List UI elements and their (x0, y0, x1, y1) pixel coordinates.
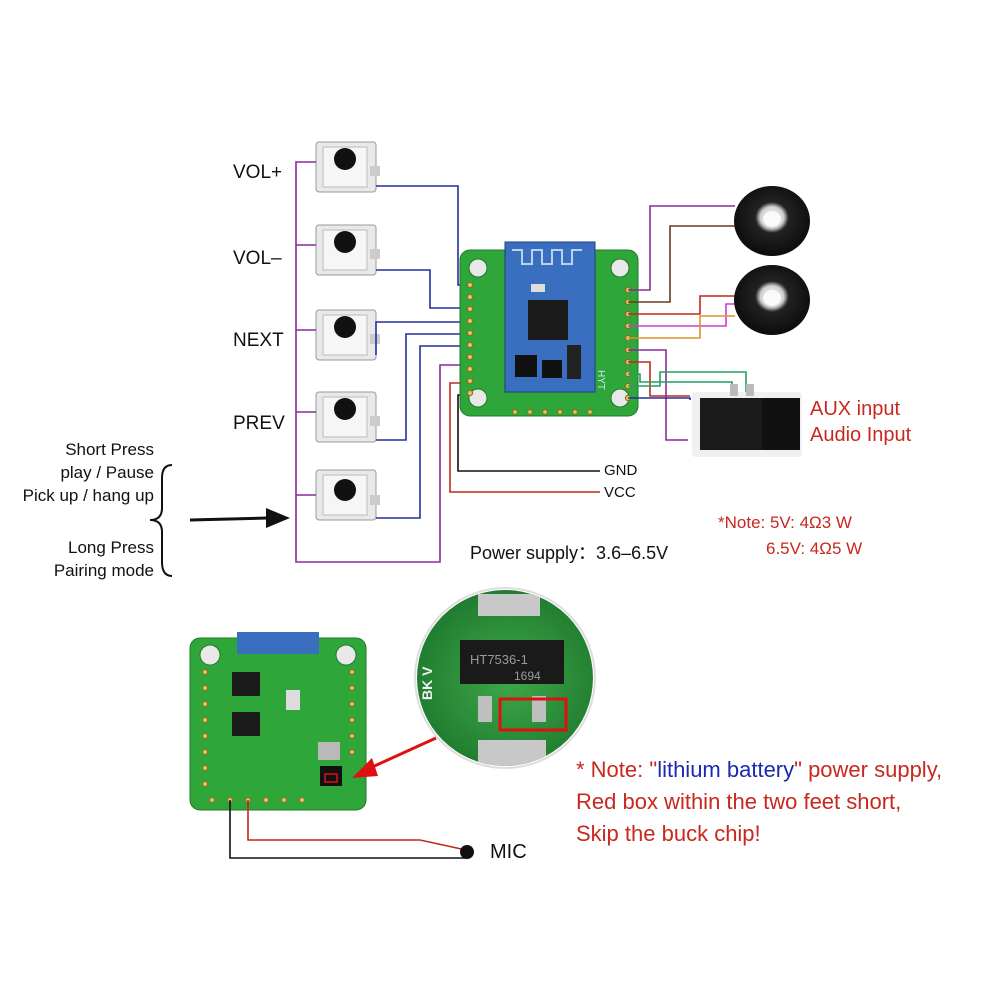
mic-label: MIC (490, 841, 527, 863)
long-press-title: Long Press (68, 538, 154, 557)
pointer-arrow (189, 508, 290, 528)
board-marking: HYT (595, 370, 606, 390)
brace (149, 464, 173, 577)
mic-element (460, 845, 474, 859)
vcc-label: VCC (604, 484, 636, 501)
button-label-vol-plus: VOL+ (233, 162, 283, 183)
battery-note-line2: Red box within the two feet short, (576, 789, 902, 814)
tact-button-play (315, 469, 380, 521)
battery-note-prefix: * Note: " (576, 757, 658, 782)
button-label-next: NEXT (233, 330, 284, 351)
common-bus-wires (295, 161, 464, 563)
mic-wires (229, 800, 467, 859)
button-signal-wires (375, 185, 472, 519)
short-press-line2: Pick up / hang up (22, 486, 154, 505)
button-label-prev: PREV (233, 413, 285, 434)
tact-button-vol-plus (315, 141, 380, 193)
zoom-lens: HT7536-1 1694 BK V (414, 587, 596, 769)
tact-button-next (315, 309, 380, 361)
battery-note-line1: * Note: "lithium battery" power supply, (576, 754, 942, 786)
speaker-top (734, 186, 810, 256)
short-press-line1: play / Pause (60, 463, 154, 482)
tact-button-vol-minus (315, 224, 380, 276)
long-press-line1: Pairing mode (53, 561, 154, 580)
gnd-label: GND (604, 462, 638, 479)
chip-marking-line1: HT7536-1 (470, 652, 528, 667)
speaker-note-line2: 6.5V: 4Ω5 W (766, 539, 863, 558)
power-supply-label: Power supply：3.6–6.5V (470, 543, 669, 563)
audio-jack (692, 384, 802, 457)
battery-note-suffix: " power supply, (794, 757, 943, 782)
audio-input-label: Audio Input (810, 424, 912, 446)
speaker-bottom (734, 265, 810, 335)
chip-marking-line2: 1694 (514, 669, 541, 683)
tact-button-prev (315, 391, 380, 443)
red-pointer-arrow (352, 736, 437, 778)
aux-input-label: AUX input (810, 398, 901, 420)
battery-note-highlight: lithium battery (657, 757, 795, 782)
speaker-note-line1: *Note: 5V: 4Ω3 W (718, 513, 852, 532)
speaker-wires (628, 205, 735, 339)
button-label-vol-minus: VOL– (233, 248, 282, 269)
board-back-view (189, 632, 367, 811)
battery-note-line3: Skip the buck chip! (576, 821, 761, 846)
short-press-title: Short Press (65, 440, 154, 459)
bluetooth-module-board: HYT (459, 241, 639, 417)
short-red-box (498, 697, 568, 732)
chip-side-marking: BK V (419, 666, 435, 700)
